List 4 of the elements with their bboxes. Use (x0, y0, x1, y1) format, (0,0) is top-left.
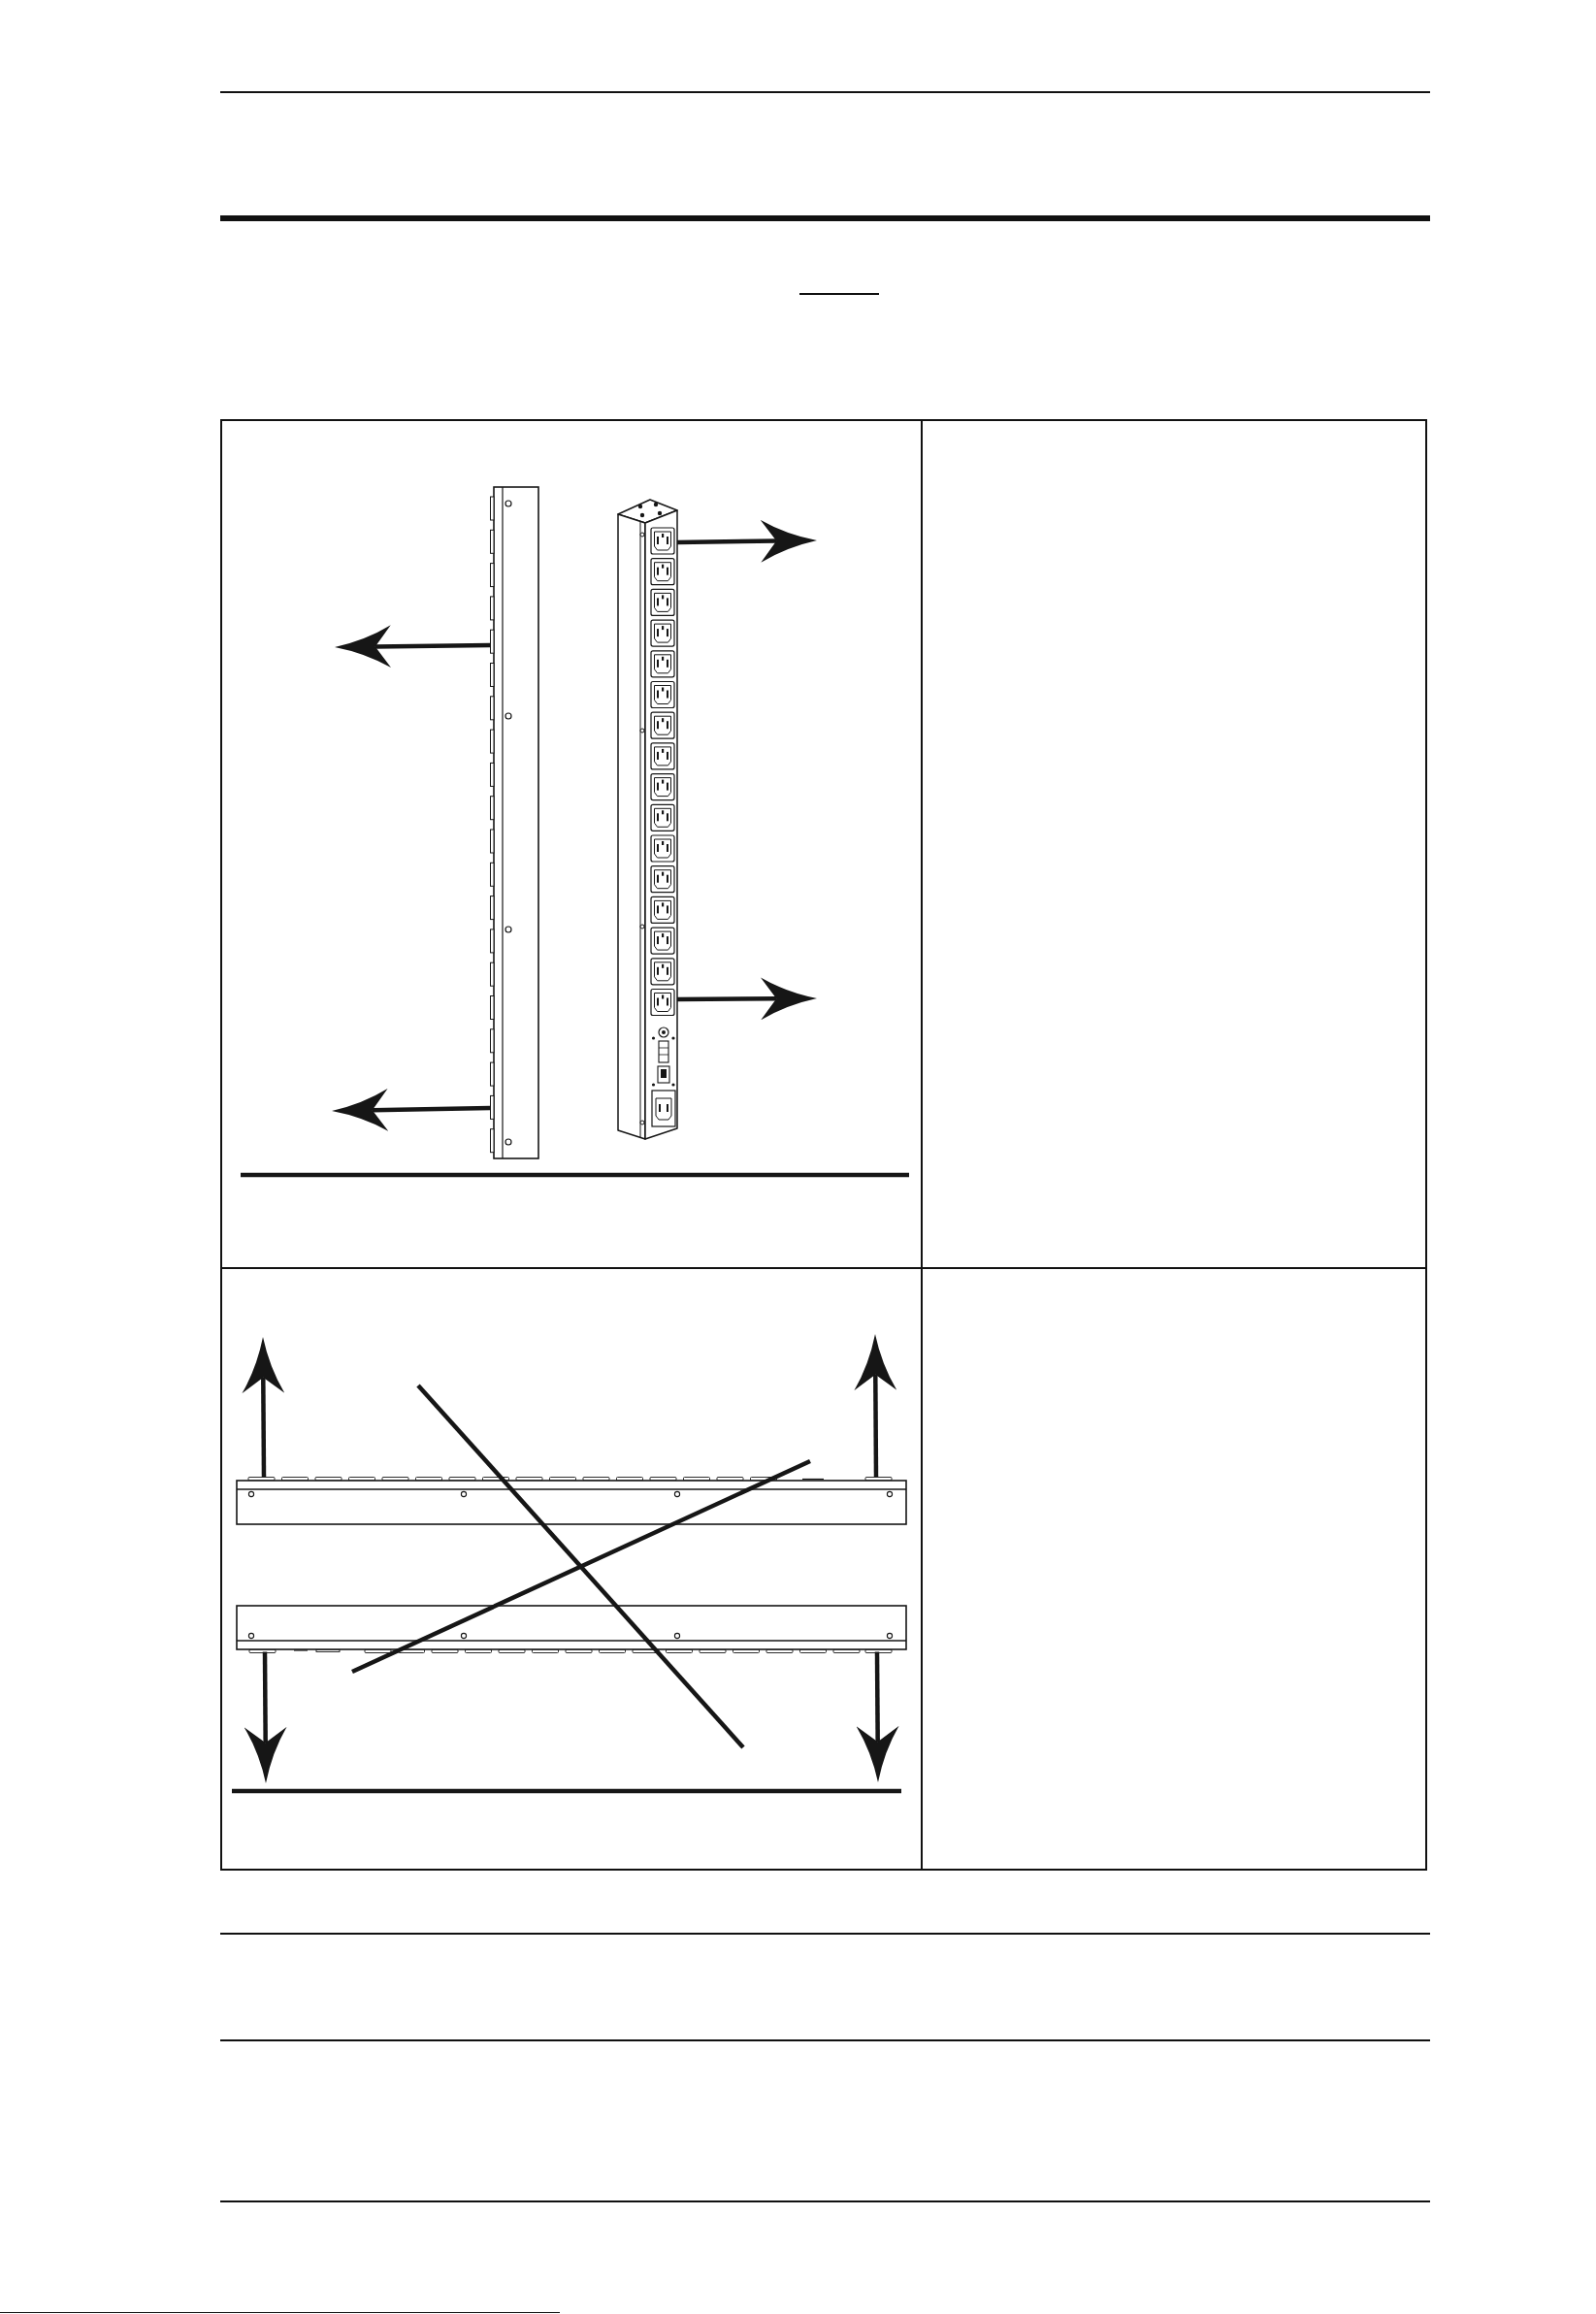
power-strip-drawing (236, 1605, 907, 1653)
power-strip-drawing (617, 499, 678, 1140)
mounting-bracket-drawing (490, 486, 539, 1159)
power-strip-drawing (236, 1477, 907, 1525)
